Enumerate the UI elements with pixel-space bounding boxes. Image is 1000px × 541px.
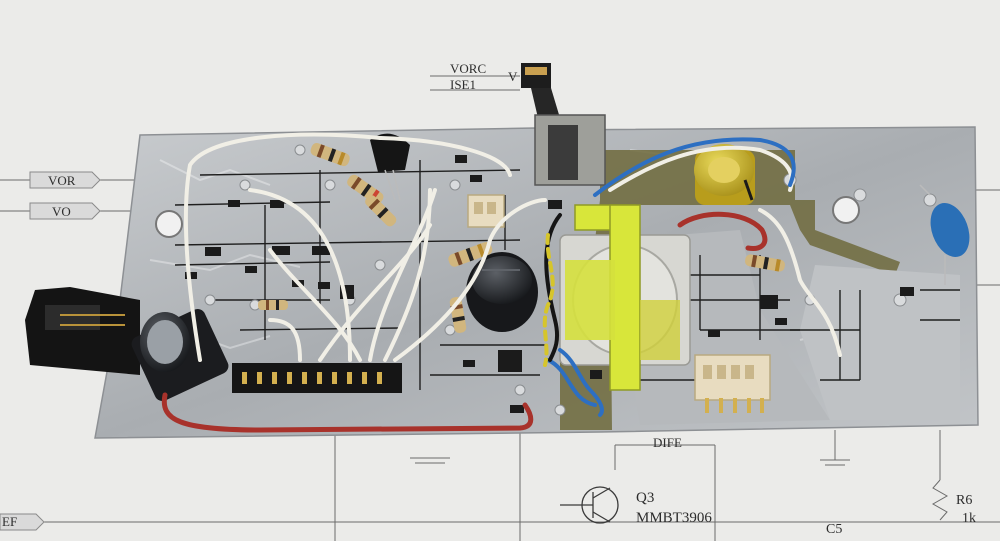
white-wires — [183, 132, 842, 362]
transformer — [559, 204, 691, 391]
net-label-vor: VOR — [48, 173, 76, 188]
net-label-v: V — [508, 69, 518, 84]
q3-part-number: MMBT3906 — [636, 510, 712, 526]
net-label-dife: DIFE — [653, 435, 682, 450]
blue-ceramic-capacitor — [919, 184, 970, 285]
q3-symbol — [560, 486, 619, 524]
left-connector — [25, 287, 140, 375]
r6-reference: R6 — [956, 493, 973, 508]
large-capacitor — [131, 309, 229, 401]
net-label-vo: VO — [52, 204, 71, 219]
to92-transistor — [370, 133, 410, 201]
net-label-ise1: ISE1 — [450, 77, 476, 92]
jst-connectors — [467, 194, 771, 413]
mounting-bracket — [521, 63, 606, 186]
q3-reference: Q3 — [636, 490, 655, 506]
center-capacitor — [466, 252, 538, 332]
yellow-capacitor — [694, 144, 755, 205]
red-wires — [161, 211, 768, 433]
schematic-lines — [0, 75, 1000, 541]
c5-reference: C5 — [826, 522, 843, 537]
r6-value: 1k — [962, 511, 976, 526]
black-yellow-wires — [542, 213, 562, 367]
net-label-vorc: VORC — [450, 61, 487, 76]
net-label-ef: EF — [2, 514, 18, 529]
blue-wires — [546, 137, 796, 417]
pin-header — [232, 363, 402, 393]
net-flags — [0, 171, 101, 531]
